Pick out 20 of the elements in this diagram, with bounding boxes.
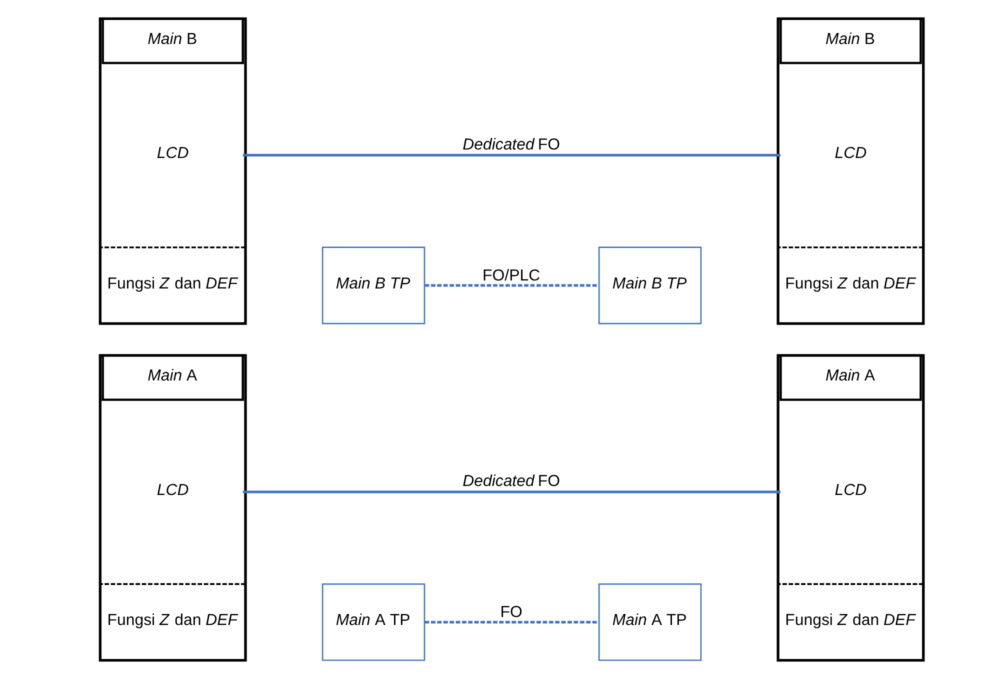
node-box: Main A TP [321, 583, 425, 661]
edge-label: Dedicated FO [462, 473, 560, 490]
node-text: LCD [834, 482, 866, 499]
node-box: Main A [101, 354, 244, 401]
connector [242, 490, 780, 494]
connector [242, 154, 780, 157]
edge-label: Dedicated FO [462, 136, 560, 154]
edge-label: FO [500, 604, 522, 622]
node-box: Main A TP [598, 583, 702, 661]
node-box: Main B [779, 18, 922, 64]
node-box: Main B TP [321, 246, 425, 324]
connector [424, 620, 598, 624]
node-box: Main A [779, 354, 922, 401]
node-text: LCD [156, 482, 188, 499]
node-box: Main B [101, 18, 244, 64]
node-text: LCD [834, 145, 866, 162]
connector [424, 284, 598, 287]
node-text: LCD [156, 145, 188, 162]
node-box: Main B TP [598, 246, 702, 324]
edge-label: FO/PLC [482, 267, 540, 284]
